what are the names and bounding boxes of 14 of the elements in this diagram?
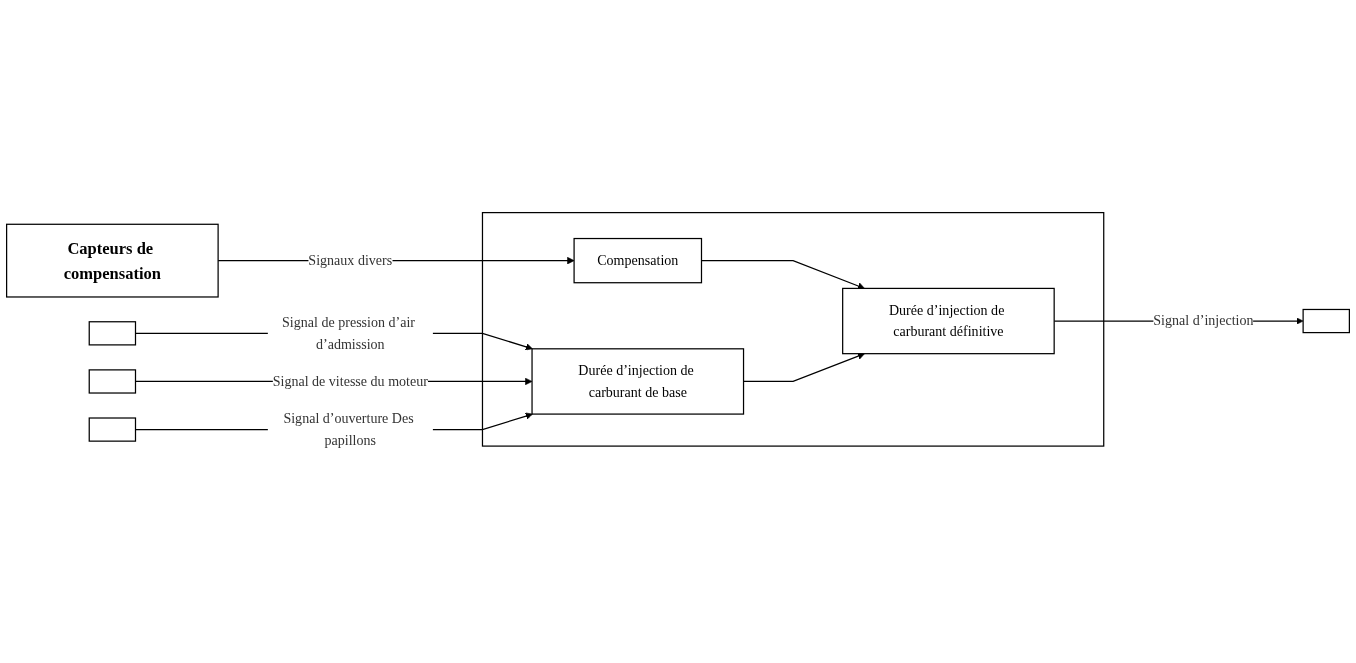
node-box — [88, 369, 137, 394]
edge-label: Signal d’injection — [1153, 312, 1254, 329]
edge-label: Signaux divers — [308, 252, 393, 269]
node-box: Durée d’injection de carburant de base — [531, 348, 745, 415]
node-box: Durée d’injection de carburant définitive — [842, 287, 1055, 355]
node-box: Capteurs de compensation — [6, 223, 219, 298]
node-box — [1302, 308, 1350, 334]
edge-label: Signal de vitesse du moteur — [272, 373, 428, 389]
edge-label: Signal d’ouverture Des papillons — [283, 410, 414, 448]
cluster — [481, 211, 1105, 447]
node-box — [88, 417, 137, 442]
node-box: Compensation — [573, 237, 703, 284]
node-box — [88, 321, 137, 346]
edge-label: Signal de pression d’air d’admission — [282, 314, 416, 352]
